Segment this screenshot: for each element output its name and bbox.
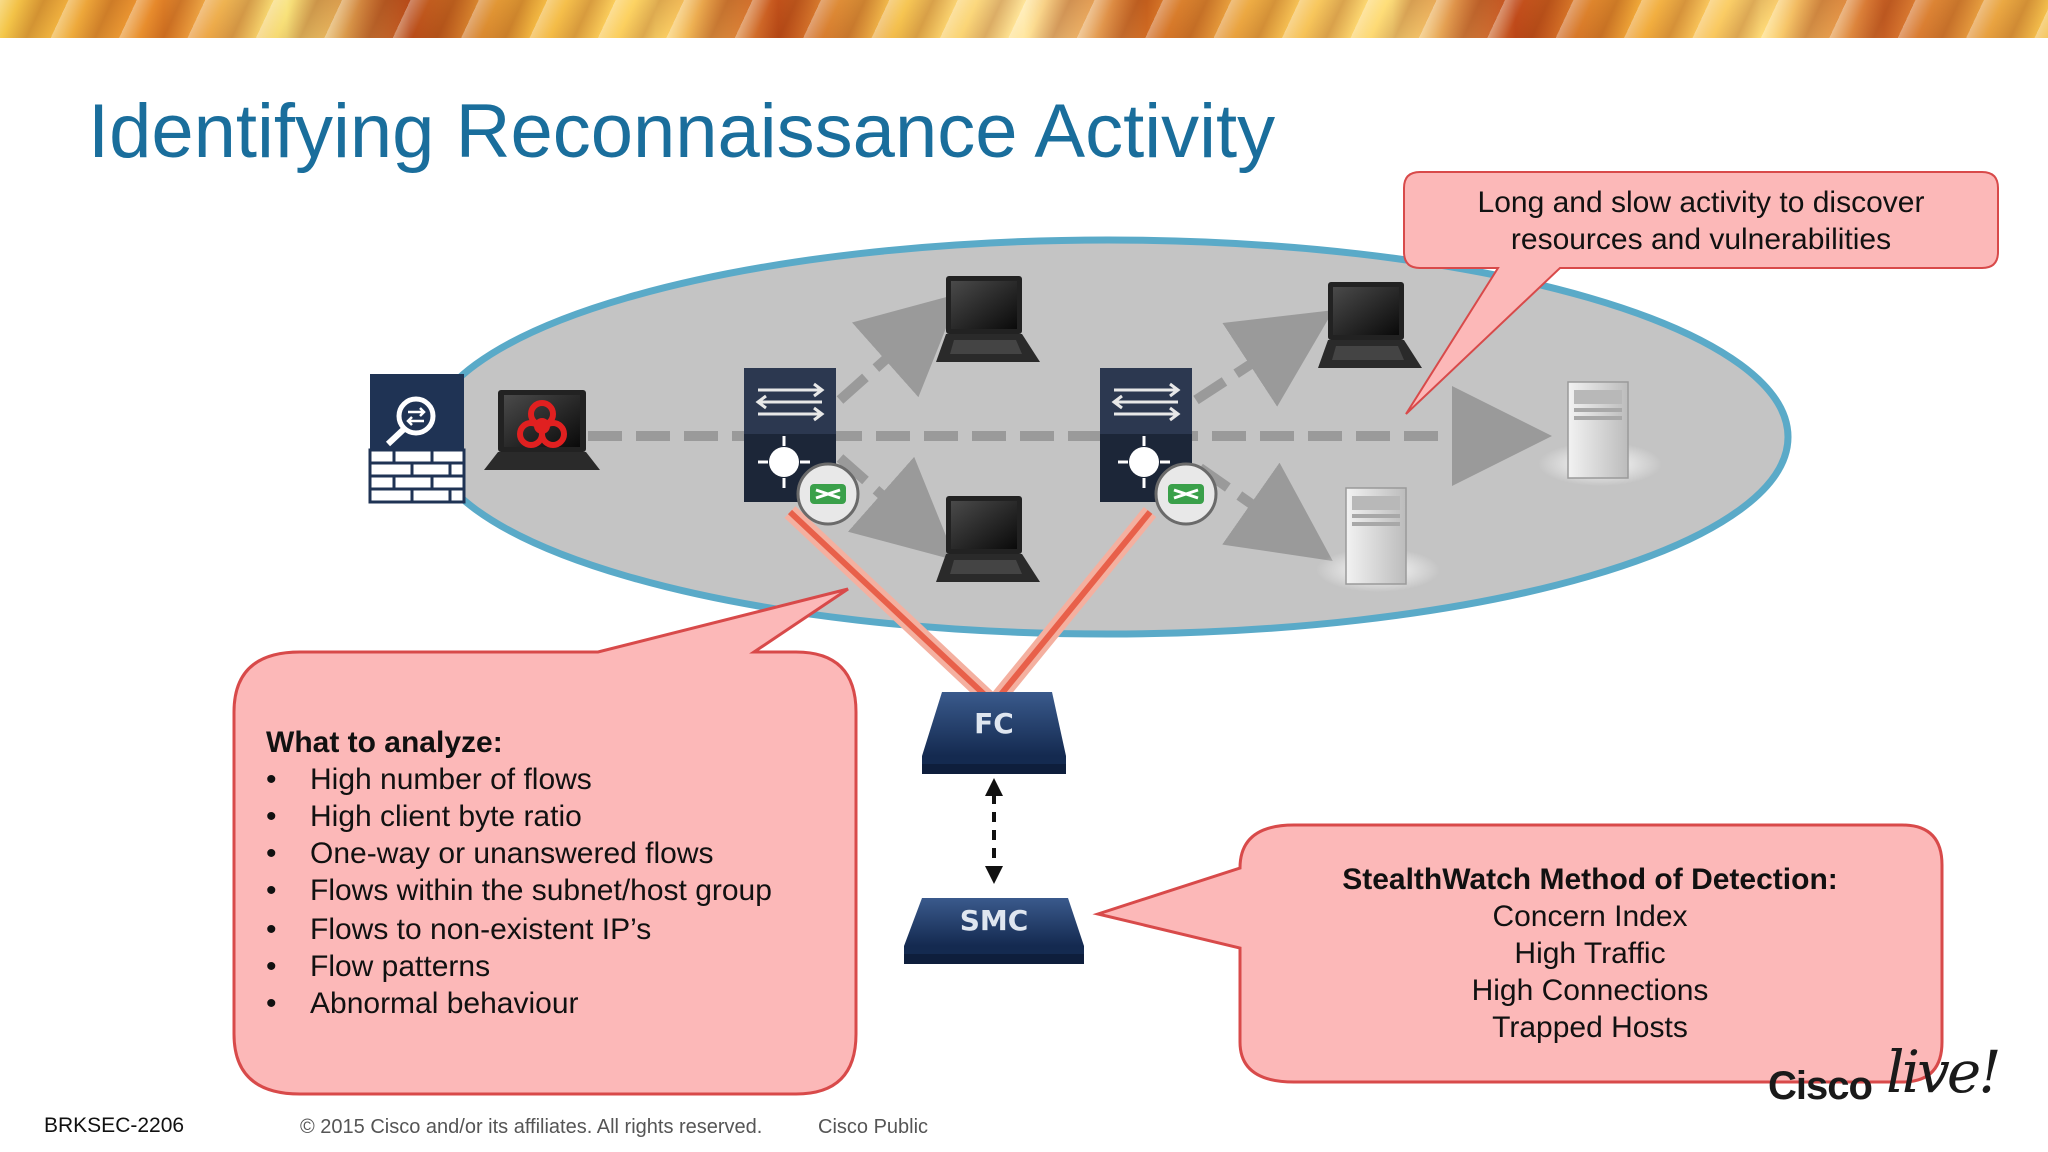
callout-analyze [232, 587, 858, 1096]
smc-label: SMC [960, 904, 1029, 937]
classification: Cisco Public [818, 1116, 929, 1138]
header-banner [0, 0, 2048, 38]
bullet: • [266, 987, 277, 1020]
fc-smc-link [985, 778, 1003, 884]
list-item-text: Flows within the subnet/host group [310, 874, 772, 907]
list-item-text: Abnormal behaviour [310, 987, 579, 1020]
firewall-icon [368, 374, 466, 504]
detection-item: Concern Index [1492, 900, 1688, 933]
list-item: • High number of flows [266, 761, 772, 798]
live-logo-script: live! [1886, 1038, 2001, 1106]
list-item: • One-way or unanswered flows [266, 835, 772, 872]
list-item: • Flows to non-existent IP’s [266, 911, 772, 948]
detection-item: Trapped Hosts [1492, 1011, 1688, 1044]
detection-heading: StealthWatch Method of Detection: [1342, 863, 1838, 896]
flow-arrows [588, 293, 1552, 561]
bullet: • [266, 874, 277, 907]
laptop-icon [936, 276, 1040, 362]
analyze-list: What to analyze: • High number of flows •… [266, 724, 772, 1022]
analyze-heading: What to analyze: [266, 726, 503, 759]
detection-list: StealthWatch Method of Detection: Concer… [1260, 861, 1920, 1046]
bullet: • [266, 837, 277, 870]
callout-top-text: Long and slow activity to discover resou… [1404, 184, 1998, 258]
list-item-text: High client byte ratio [310, 800, 582, 833]
list-item-text: One-way or unanswered flows [310, 837, 714, 870]
callout-top-line-2: resources and vulnerabilities [1510, 223, 1892, 256]
copyright: © 2015 Cisco and/or its affiliates. All … [300, 1116, 763, 1138]
callout-detection [1092, 823, 1944, 1084]
server-icon [1316, 487, 1440, 592]
callout-top-line-1: Long and slow activity to discover [1477, 186, 1925, 219]
netflow-exporter-icon [796, 462, 860, 526]
bullet: • [266, 800, 277, 833]
smc-icon: SMC [904, 898, 1084, 964]
list-item-text: Flows to non-existent IP’s [310, 913, 652, 946]
flow-collector-icon: FC [922, 692, 1066, 774]
list-item: • Flows within the subnet/host group [266, 872, 772, 909]
fc-label: FC [974, 707, 1014, 740]
bullet: • [266, 913, 277, 946]
cisco-logo-text: Cisco [1768, 1064, 1873, 1108]
slide-title: Identifying Reconnaissance Activity [88, 89, 1276, 174]
list-item-text: Flow patterns [310, 950, 491, 983]
list-item-text: High number of flows [310, 763, 592, 796]
detection-item: High Connections [1471, 974, 1709, 1007]
list-item: • High client byte ratio [266, 798, 772, 835]
infected-laptop-icon [484, 390, 600, 470]
list-item: • Abnormal behaviour [266, 985, 772, 1022]
session-id: BRKSEC-2206 [44, 1114, 185, 1137]
list-item: • Flow patterns [266, 948, 772, 985]
laptop-icon [1318, 282, 1422, 368]
detection-item: High Traffic [1514, 937, 1666, 970]
callout-top [1403, 171, 1999, 415]
laptop-icon [936, 496, 1040, 582]
server-icon [1538, 381, 1662, 486]
netflow-exporter-icon [1154, 462, 1218, 526]
bullet: • [266, 950, 277, 983]
cisco-live-logo: Cisco live! [1768, 1030, 2001, 1110]
flow-export-links [784, 506, 1157, 704]
switch-icon [744, 368, 836, 502]
bullet: • [266, 763, 277, 796]
